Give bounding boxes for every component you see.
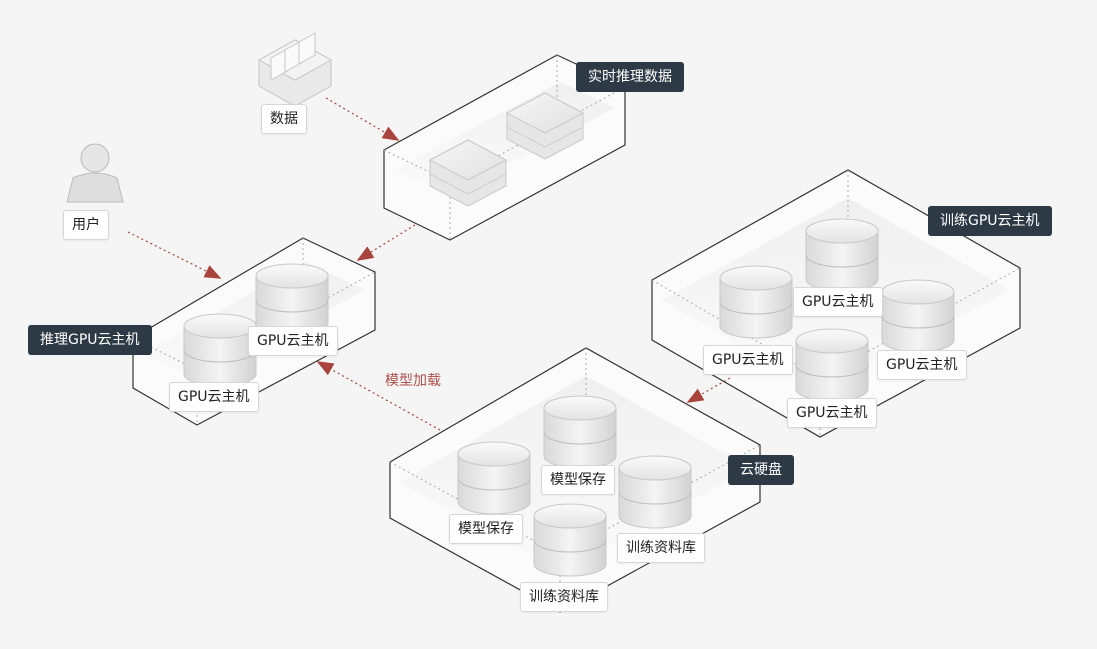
training-gpu-tag: 训练GPU云主机 bbox=[928, 206, 1052, 236]
model-save-label: 模型保存 bbox=[449, 514, 523, 544]
model-save-label: 模型保存 bbox=[541, 465, 615, 495]
inference-gpu-tag: 推理GPU云主机 bbox=[28, 325, 152, 355]
inference-gpu-label: GPU云主机 bbox=[169, 382, 259, 412]
training-gpu-label: GPU云主机 bbox=[793, 287, 883, 317]
training-corpus-label: 训练资料库 bbox=[617, 533, 705, 563]
disk-cylinder-icon bbox=[543, 395, 617, 469]
realtime-data-box bbox=[383, 54, 626, 241]
cloud-disk-tag: 云硬盘 bbox=[728, 455, 794, 485]
training-corpus-label: 训练资料库 bbox=[520, 582, 608, 612]
arrow-training-to-disk bbox=[686, 377, 731, 403]
training-gpu-label: GPU云主机 bbox=[787, 398, 877, 428]
disk-cylinder-icon bbox=[183, 313, 257, 387]
model-load-label: 模型加载 bbox=[385, 373, 441, 389]
arrow-data-to-realtime bbox=[325, 97, 400, 141]
disk-cylinder-icon bbox=[533, 503, 607, 577]
disk-cylinder-icon bbox=[881, 279, 955, 353]
disk-cylinder-icon bbox=[457, 441, 531, 515]
data-label: 数据 bbox=[261, 104, 307, 134]
disk-cylinder-icon bbox=[719, 265, 793, 339]
training-gpu-label: GPU云主机 bbox=[703, 345, 793, 375]
inference-gpu-label: GPU云主机 bbox=[248, 326, 338, 356]
user-label: 用户 bbox=[63, 210, 109, 240]
disk-cylinder-icon bbox=[618, 455, 692, 529]
arrow-disk-to-inference bbox=[316, 361, 441, 431]
disk-cylinder-icon bbox=[795, 328, 869, 402]
server-rack-icon bbox=[257, 32, 333, 107]
training-gpu-label: GPU云主机 bbox=[877, 350, 967, 380]
user-icon bbox=[66, 143, 124, 203]
realtime-data-tag: 实时推理数据 bbox=[576, 62, 684, 92]
arrow-realtime-to-inference bbox=[356, 224, 416, 261]
arrow-user-to-inference bbox=[127, 231, 222, 279]
disk-cylinder-icon bbox=[805, 218, 879, 292]
